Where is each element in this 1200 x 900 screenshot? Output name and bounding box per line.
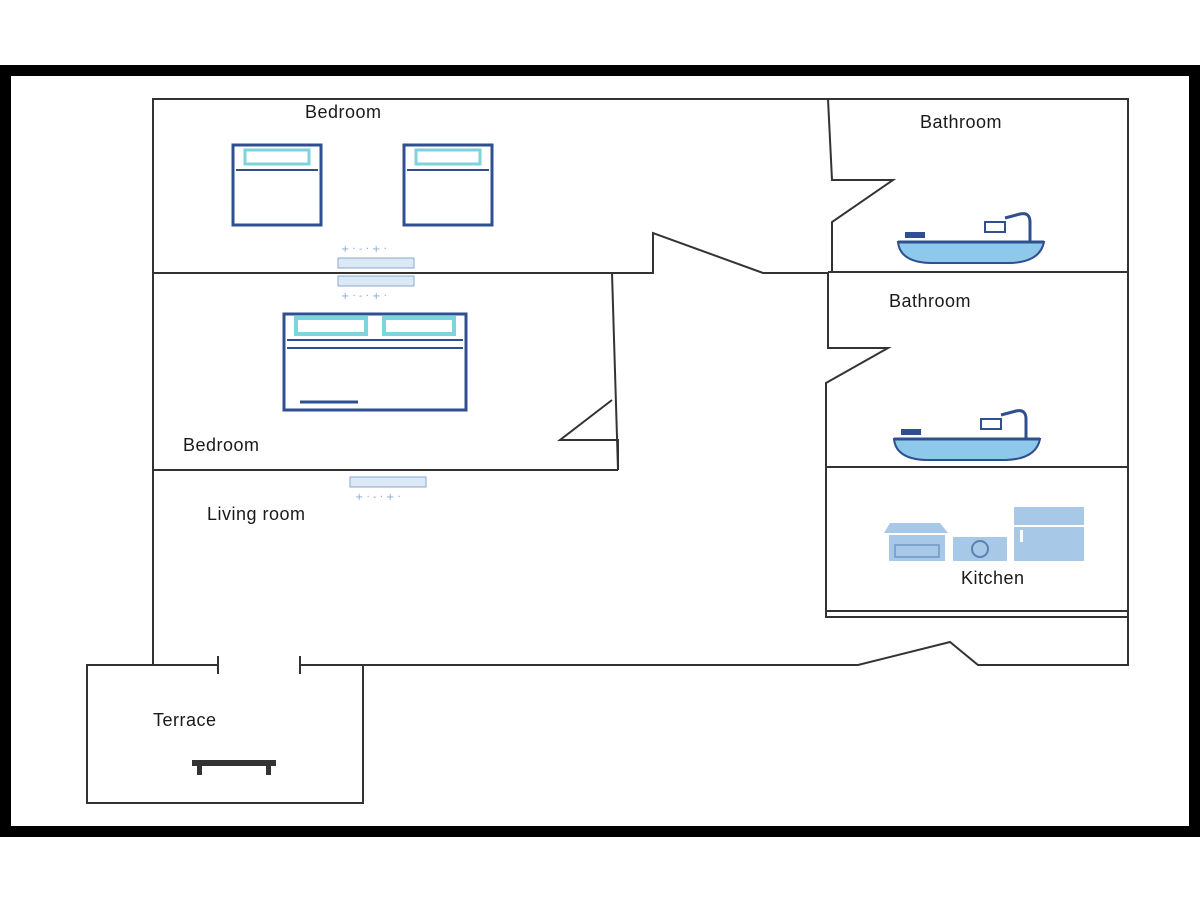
wall-left [152, 98, 1129, 666]
room-label-bedroom-middle: Bedroom [183, 435, 260, 455]
room-label-bedroom-top: Bedroom [305, 102, 382, 122]
svg-text:+ · - · + ·: + · - · + · [341, 244, 387, 255]
single-bed-icon [231, 143, 323, 227]
door-bedroom-top [612, 231, 828, 274]
double-bed-icon [282, 312, 468, 412]
svg-text:+ · - · + ·: + · - · + · [355, 492, 401, 503]
wall-terrace [86, 664, 364, 804]
room-label-terrace: Terrace [153, 710, 217, 730]
air-conditioner-icon: + · - · + · [349, 476, 427, 503]
room-label-living-room: Living room [207, 504, 306, 524]
walls [86, 98, 1129, 804]
room-label-bathroom-top: Bathroom [920, 112, 1003, 132]
svg-text:+ · - · + ·: + · - · + · [341, 291, 387, 302]
door-bathroom-middle [825, 272, 892, 467]
bathtub-icon [896, 212, 1046, 264]
washing-machine-icon [953, 537, 1007, 561]
table-icon [192, 760, 276, 775]
bathtub-icon [892, 409, 1042, 461]
door-bathroom-top [827, 98, 897, 272]
door-bedroom-middle [557, 272, 619, 471]
kitchen-counter [825, 610, 1129, 618]
stove-icon [884, 523, 948, 561]
air-conditioner-icon: + · - · + · [337, 275, 415, 302]
room-label-bathroom-middle: Bathroom [889, 291, 972, 311]
air-conditioner-icon: + · - · + · [337, 244, 415, 269]
single-bed-icon [402, 143, 494, 227]
room-label-kitchen: Kitchen [961, 568, 1025, 588]
refrigerator-icon [1014, 507, 1084, 561]
